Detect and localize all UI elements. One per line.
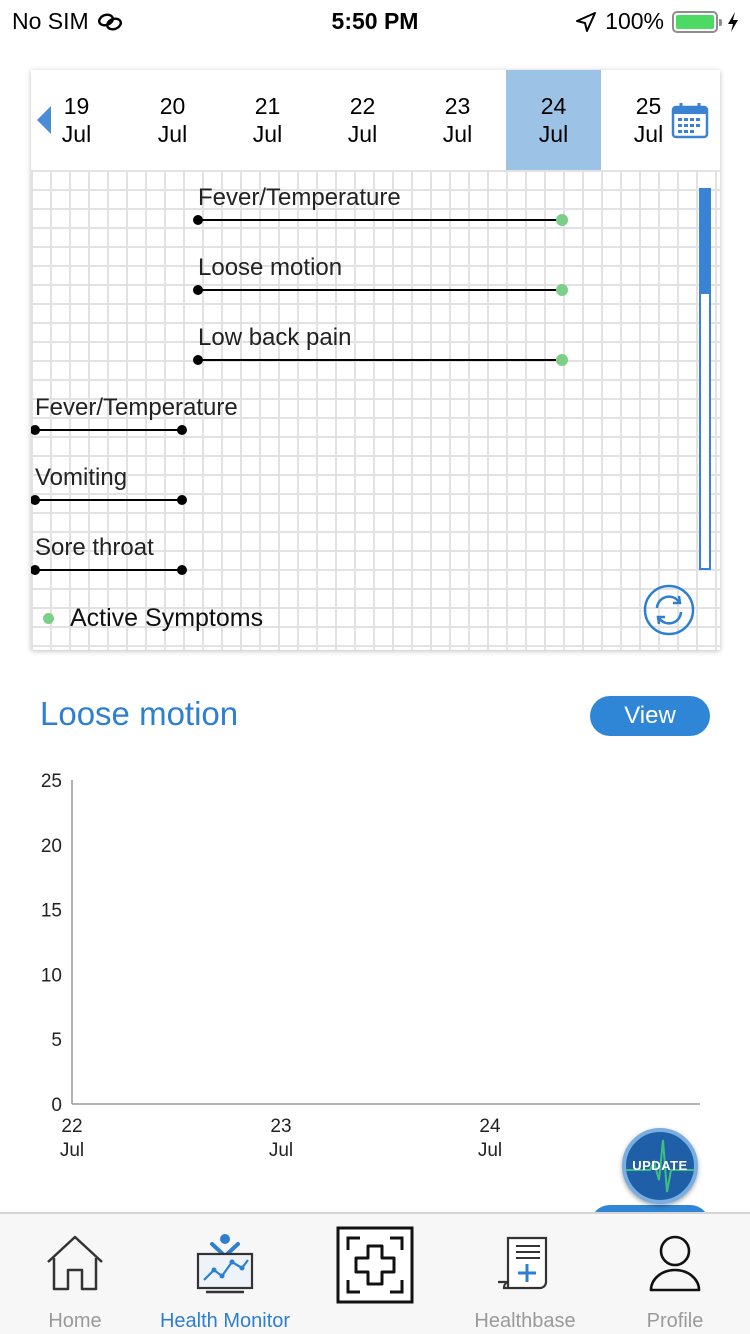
nav-home[interactable]: Home	[0, 1214, 150, 1334]
date-day: 20	[159, 93, 186, 119]
refresh-icon[interactable]	[643, 584, 695, 636]
active-dot-icon	[556, 214, 568, 226]
symptom-duration-line	[35, 499, 182, 501]
medical-scan-icon	[336, 1226, 414, 1304]
symptom-duration-line	[198, 219, 562, 221]
symptom-duration-line	[35, 429, 182, 431]
symptom-duration-line	[198, 359, 562, 361]
link-icon	[97, 13, 122, 30]
update-label: UPDATE	[632, 1158, 688, 1173]
active-dot-icon	[556, 284, 568, 296]
symptom-label: Vomiting	[35, 464, 128, 491]
active-dot-icon	[556, 354, 568, 366]
nav-profile-label: Profile	[646, 1310, 704, 1332]
scrollbar-thumb[interactable]	[699, 188, 711, 294]
status-bar: No SIM 5:50 PM 100%	[0, 0, 750, 40]
start-dot-icon	[31, 425, 40, 435]
view-button[interactable]: View	[590, 696, 710, 736]
update-button[interactable]: UPDATE	[622, 1128, 698, 1204]
date-month: Jul	[252, 121, 283, 147]
home-icon	[47, 1235, 103, 1291]
active-dot-icon	[43, 613, 54, 624]
x-tick-day: 23	[270, 1116, 291, 1137]
nav-healthbase-label: Healthbase	[474, 1310, 576, 1332]
date-month: Jul	[157, 121, 188, 147]
start-dot-icon	[31, 495, 40, 505]
date-day: 25	[635, 93, 662, 119]
date-month: Jul	[633, 121, 664, 147]
nav-health-monitor-label: Health Monitor	[159, 1310, 291, 1332]
end-dot-icon	[177, 495, 187, 505]
date-month: Jul	[347, 121, 378, 147]
profile-icon	[649, 1235, 701, 1292]
nav-profile[interactable]: Profile	[600, 1214, 750, 1334]
x-tick-day: 24	[479, 1116, 501, 1137]
y-tick-label: 25	[41, 771, 62, 792]
y-tick-label: 20	[41, 836, 62, 857]
date-day: 24	[540, 93, 567, 119]
nav-home-label: Home	[48, 1310, 102, 1332]
timeline-scrollbar[interactable]	[699, 188, 711, 570]
start-dot-icon	[193, 355, 203, 365]
end-dot-icon	[177, 425, 187, 435]
y-tick-label: 10	[41, 965, 62, 986]
date-month: Jul	[538, 121, 569, 147]
clock: 5:50 PM	[331, 8, 419, 34]
end-dot-icon	[177, 565, 187, 575]
date-day: 21	[254, 93, 281, 119]
nav-healthbase[interactable]: Healthbase	[450, 1214, 600, 1334]
start-dot-icon	[193, 285, 203, 295]
date-month: Jul	[442, 121, 473, 147]
symptom-label: Fever/Temperature	[198, 184, 401, 211]
y-tick-label: 0	[51, 1095, 62, 1116]
x-tick-month: Jul	[478, 1140, 502, 1161]
location-icon	[576, 11, 597, 32]
date-month: Jul	[61, 121, 92, 147]
charging-icon	[728, 11, 738, 32]
calendar-icon[interactable]	[671, 102, 709, 140]
start-dot-icon	[31, 565, 40, 575]
date-day: 22	[349, 93, 376, 119]
symptom-duration-line	[198, 289, 562, 291]
x-tick-day: 22	[61, 1116, 82, 1137]
nav-health-monitor[interactable]: Health Monitor	[150, 1214, 300, 1334]
x-tick-month: Jul	[60, 1140, 84, 1161]
legend-label: Active Symptoms	[70, 604, 264, 632]
bottom-nav: Home Health Monitor	[0, 1212, 750, 1334]
symptom-label: Fever/Temperature	[35, 394, 238, 421]
battery-percent: 100%	[605, 8, 664, 34]
symptom-label: Sore throat	[35, 534, 154, 561]
start-dot-icon	[193, 215, 203, 225]
symptom-label: Loose motion	[198, 254, 343, 281]
nav-medical-scan[interactable]	[300, 1214, 450, 1334]
x-tick-month: Jul	[269, 1140, 293, 1161]
symptom-label: Low back pain	[198, 324, 352, 351]
heartbeat-icon	[626, 1139, 694, 1193]
carrier-label: No SIM	[12, 8, 89, 34]
date-day: 23	[444, 93, 471, 119]
carrier: No SIM	[12, 8, 123, 35]
date-day: 19	[63, 93, 90, 119]
y-tick-label: 5	[51, 1030, 62, 1051]
symptom-duration-line	[35, 569, 182, 571]
previous-dates-arrow-icon[interactable]	[37, 106, 51, 134]
health-monitor-icon	[196, 1234, 254, 1294]
y-tick-label: 15	[41, 901, 62, 922]
legend: Active Symptoms	[43, 604, 263, 633]
battery-icon	[672, 10, 722, 33]
healthbase-icon	[498, 1236, 548, 1290]
status-right: 100%	[575, 8, 740, 35]
selected-symptom-title: Loose motion	[40, 695, 239, 732]
